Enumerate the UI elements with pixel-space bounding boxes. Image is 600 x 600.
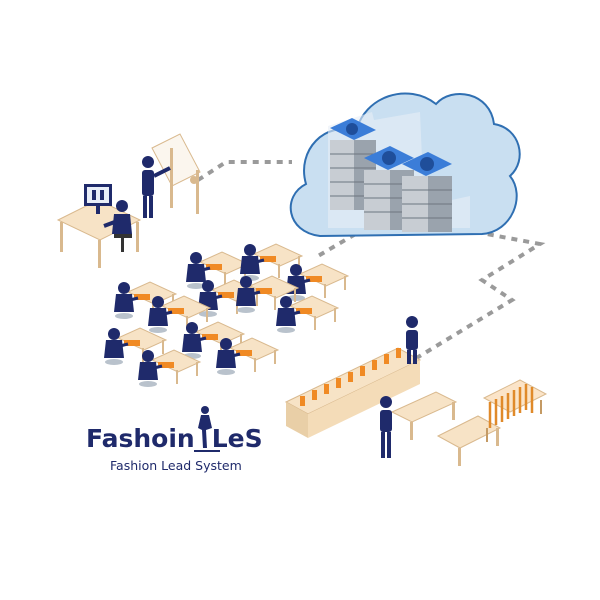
- network-links: [196, 160, 546, 364]
- pattern-cutter-icon: [142, 133, 201, 218]
- garment-rack-icon: [482, 379, 548, 442]
- link-cloud-production: [408, 230, 546, 364]
- server-stack-3: [402, 152, 452, 232]
- brand-name: Fashoin LeS: [86, 424, 263, 453]
- production-line-icon: [284, 316, 502, 466]
- sewing-room-icon: [102, 242, 350, 389]
- brand-block: Fashoin LeS Fashion Lead System: [80, 400, 280, 480]
- designer-workstation-icon: [56, 184, 142, 268]
- brand-name-right: LeS: [211, 424, 263, 453]
- link-cutter-cloud: [196, 160, 292, 182]
- cloud-server-icon: [289, 92, 521, 238]
- brand-tagline: Fashion Lead System: [110, 458, 242, 473]
- fashion-figure-logo-icon: [194, 406, 220, 452]
- brand-name-left: Fashoin: [86, 424, 195, 453]
